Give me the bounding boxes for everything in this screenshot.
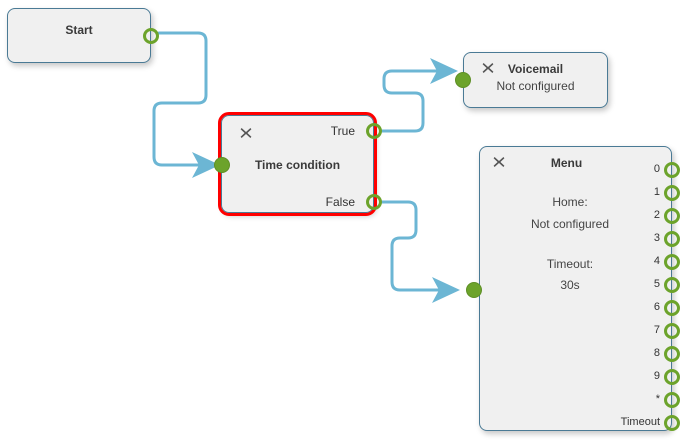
node-voicemail-title: Voicemail [507,62,564,76]
port-menu-2[interactable] [664,208,680,224]
close-icon[interactable] [482,62,494,74]
node-start-title: Start [65,23,93,37]
port-time-condition-true[interactable] [366,123,382,139]
port-time-condition-input[interactable] [214,157,230,173]
close-icon[interactable] [240,127,252,139]
connector-timecondition-false-to-menu[interactable] [380,200,442,292]
port-time-condition-false[interactable] [366,194,382,210]
port-menu-label-*: * [655,393,660,405]
node-time-condition[interactable]: Time condition True False [218,112,377,216]
port-menu-1[interactable] [664,185,680,201]
node-start[interactable]: Start [7,8,151,63]
port-menu-label-9: 9 [653,370,660,382]
port-menu-8[interactable] [664,346,680,362]
connector-start-to-timecondition[interactable] [152,31,208,167]
port-start-output[interactable] [143,28,159,44]
port-menu-label-8: 8 [653,347,660,359]
port-menu-5[interactable] [664,277,680,293]
close-icon[interactable] [493,156,505,168]
port-menu-label-5: 5 [653,278,660,290]
port-menu-label-0: 0 [653,163,660,175]
node-menu-timeout-value: 30s [560,278,580,292]
node-time-condition-title: Time condition [254,158,341,172]
port-menu-input[interactable] [466,282,482,298]
port-menu-3[interactable] [664,231,680,247]
node-voicemail-subtitle: Not configured [496,79,575,93]
node-menu-home-label: Home: [552,195,588,209]
connector-timecondition-true-to-voicemail[interactable] [380,69,440,133]
node-menu-home-value: Not configured [530,217,610,231]
port-label-false: False [325,195,355,209]
port-menu-label-timeout: Timeout [620,416,660,428]
port-menu-label-6: 6 [653,301,660,313]
port-menu-label-3: 3 [653,232,660,244]
port-menu-label-2: 2 [653,209,660,221]
port-label-true: True [330,124,355,138]
port-menu-6[interactable] [664,300,680,316]
port-menu-7[interactable] [664,323,680,339]
port-menu-label-4: 4 [653,255,660,267]
port-menu-0[interactable] [664,162,680,178]
arrow-voicemail-input [430,58,458,84]
port-menu-timeout[interactable] [664,415,680,431]
port-menu-9[interactable] [664,369,680,385]
node-menu-title: Menu [550,156,583,170]
port-menu-*[interactable] [664,392,680,408]
port-menu-4[interactable] [664,254,680,270]
port-menu-label-1: 1 [653,186,660,198]
arrow-menu-input [432,277,460,303]
node-menu-timeout-label: Timeout: [546,257,594,271]
port-menu-label-7: 7 [653,324,660,336]
node-voicemail[interactable]: Voicemail Not configured [463,52,608,108]
port-voicemail-input[interactable] [455,72,471,88]
